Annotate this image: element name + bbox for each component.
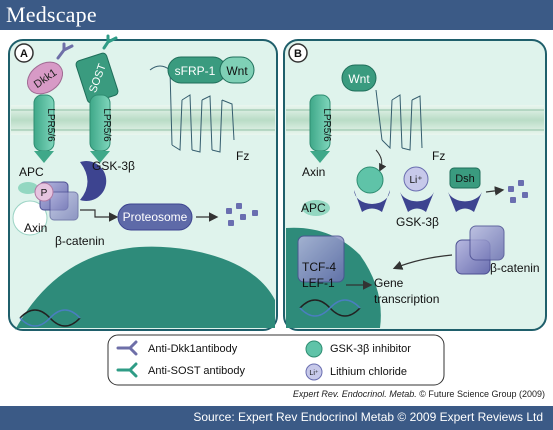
anti-dkk1-antibody-icon bbox=[56, 42, 74, 60]
proteosome bbox=[117, 203, 193, 231]
axin-label-a: Axin bbox=[24, 221, 47, 235]
anti-sost-legend-icon bbox=[116, 362, 138, 378]
proteosome-label: Proteosome bbox=[123, 210, 188, 224]
panel-b-marker bbox=[288, 43, 308, 63]
gsk3b-protein-b2 bbox=[400, 192, 434, 212]
legend-anti-sost: Anti-SOST antibody bbox=[148, 365, 246, 377]
caption-journal: Expert Rev. Endocrinol. Metab. bbox=[292, 389, 417, 399]
lpr-label-b: LPR5/6 bbox=[321, 108, 332, 142]
wnt-protein-b bbox=[341, 64, 377, 92]
legend-anti-dkk1: Anti-Dkk1antibody bbox=[148, 343, 238, 355]
apc-protein-b bbox=[302, 200, 330, 216]
frizzled-receptor-b bbox=[375, 89, 423, 151]
legend-gsk-inhibitor: GSK-3β inhibitor bbox=[330, 343, 411, 355]
phosphate-marker bbox=[34, 182, 54, 202]
wnt-protein-a bbox=[219, 56, 255, 84]
apc-label-a: APC bbox=[19, 165, 44, 179]
transcription-label: transcription bbox=[374, 292, 439, 306]
header-bar: Medscape bbox=[0, 0, 553, 30]
panel-a-marker bbox=[14, 43, 34, 63]
wnt-label-a: Wnt bbox=[226, 64, 248, 78]
degraded-fragments-b bbox=[508, 180, 528, 203]
dkk1-protein bbox=[26, 61, 64, 95]
lithium-legend-symbol: Li⁺ bbox=[309, 370, 318, 377]
lithium-ion bbox=[403, 166, 429, 192]
fz-label-b: Fz bbox=[432, 149, 445, 163]
gsk3b-label-b: GSK-3β bbox=[396, 215, 439, 229]
figure-caption: Expert Rev. Endocrinol. Metab. © Future … bbox=[293, 389, 545, 399]
anti-dkk1-legend-icon bbox=[116, 340, 138, 356]
apc-protein-a bbox=[18, 182, 38, 194]
lithium-legend-icon bbox=[305, 363, 323, 381]
dsh-protein bbox=[449, 167, 481, 189]
legend: Anti-Dkk1antibody Anti-SOST antibody GSK… bbox=[107, 334, 445, 386]
footer-bar: Source: Expert Rev Endocrinol Metab © 20… bbox=[0, 406, 553, 430]
brand-logo: Medscape bbox=[6, 2, 97, 27]
source-line: Source: Expert Rev Endocrinol Metab © 20… bbox=[193, 410, 543, 424]
gsk3b-inhibitor-legend-icon bbox=[305, 340, 323, 358]
apc-label-b: APC bbox=[301, 201, 326, 215]
sfrp1-label: sFRP-1 bbox=[175, 64, 216, 78]
panel-b-marker-label: B bbox=[294, 48, 302, 60]
gsk3b-protein-b1 bbox=[354, 190, 390, 212]
axin-protein-a bbox=[12, 200, 48, 236]
axin-label-b: Axin bbox=[302, 165, 325, 179]
panel-a-nucleus bbox=[15, 246, 275, 330]
lithium-label-b: Li⁺ bbox=[409, 175, 422, 186]
beta-catenin-label-a: β-catenin bbox=[55, 234, 105, 248]
wnt-label-b: Wnt bbox=[348, 72, 370, 86]
legend-lithium: Lithium chloride bbox=[330, 366, 407, 378]
degradation-arrow bbox=[80, 209, 119, 222]
gsk3b-label-a: GSK-3β bbox=[92, 159, 135, 173]
gene-label: Gene bbox=[374, 276, 404, 290]
gsk3b-protein-b3 bbox=[448, 192, 482, 212]
gsk3b-inhibitor-molecule bbox=[356, 166, 384, 194]
frizzled-receptor bbox=[149, 65, 223, 153]
gsk3b-protein-a bbox=[80, 161, 107, 202]
beta-catenin-label-b: β-catenin bbox=[490, 261, 540, 275]
caption-copyright: © Future Science Group (2009) bbox=[416, 389, 545, 399]
lpr-right-label: LPR5/6 bbox=[101, 108, 112, 142]
lpr-left-label: LPR5/6 bbox=[45, 108, 56, 142]
panel-b: B Wnt LPR5/6 Fz Axin Li⁺ Dsh bbox=[283, 39, 547, 331]
tcf4-label: TCF-4 bbox=[302, 260, 336, 274]
fz-label-a: Fz bbox=[236, 149, 249, 163]
phosphate-label: P bbox=[41, 188, 48, 199]
panel-a: A Dkk1 LPR5/6 SOST LPR5/6 Fz sFRP-1 bbox=[8, 34, 278, 331]
panel-a-marker-label: A bbox=[20, 48, 28, 60]
lef1-label: LEF-1 bbox=[302, 276, 335, 290]
legend-box bbox=[107, 334, 445, 386]
tcf-lef-complex bbox=[297, 235, 345, 283]
anti-sost-antibody-icon bbox=[102, 34, 118, 50]
degraded-fragments-a bbox=[226, 203, 258, 226]
dsh-label: Dsh bbox=[455, 173, 475, 185]
